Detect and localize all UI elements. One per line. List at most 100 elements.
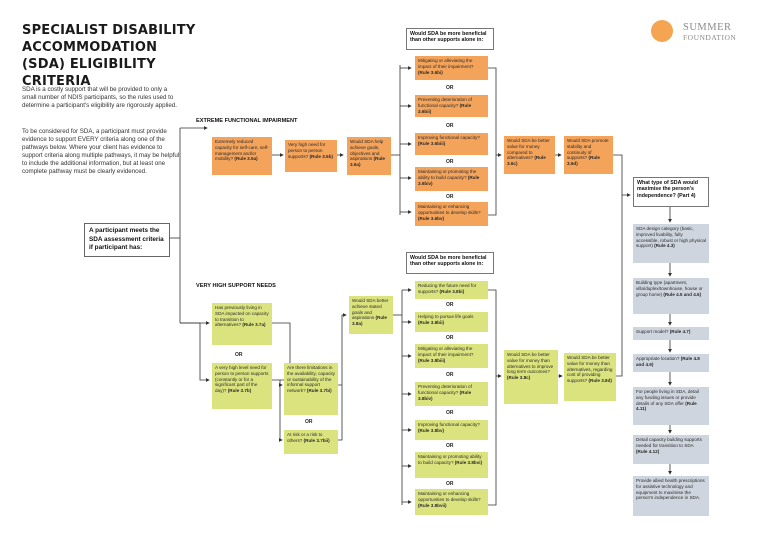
box-rule-3-7b: A very high level need for person to per…	[212, 363, 272, 409]
box-text: Provide allied health prescriptions for …	[636, 478, 705, 501]
box-rule-3-8c: Would SDA be better value for money than…	[504, 350, 558, 404]
box-rule-3-8biv: Preventing deterioration of functional c…	[415, 382, 488, 406]
box-text: Preventing deterioration of functional c…	[418, 384, 472, 395]
intro-paragraph-2: To be considered for SDA, a participant …	[22, 128, 180, 175]
or-label: OR	[446, 481, 454, 487]
box-rule: (Rule 3.5b)	[309, 153, 333, 159]
box-rule: (Rule 3.7bi)	[306, 388, 332, 394]
box-rule: (Rule 3.6c)	[507, 155, 546, 167]
box-text: Maintaining or enhancing opportunities t…	[418, 204, 481, 215]
logo-wordmark: SUMMER FOUNDATION	[683, 22, 737, 43]
box-rule: (Rule 3.8biii)	[418, 357, 446, 363]
box-rule-3-8bi: Reducing the future need for supports? (…	[415, 281, 488, 299]
box-rule-3-7bii: At risk or a risk to others? (Rule 3.7bi…	[284, 430, 338, 454]
or-label: OR	[446, 123, 454, 129]
box-text: A very high level need for person to per…	[215, 365, 269, 394]
box-text: Would SDA better achieve stated goals an…	[352, 298, 389, 321]
box-text: Preventing deterioration of functional c…	[418, 97, 472, 108]
box-allied-health-prescriptions: Provide allied health prescriptions for …	[633, 476, 709, 516]
box-text: Improving functional capacity?	[418, 135, 480, 140]
box-text: Maintaining or promoting the ability to …	[418, 169, 477, 180]
box-text: Detail capacity building supports needed…	[636, 437, 702, 448]
box-rule-4-5-4-6: Building type (apartment, villa/duplex/t…	[633, 278, 709, 314]
part-4-question-box: What type of SDA would maximise the pers…	[633, 177, 709, 207]
box-rule-3-8bvii: Maintaining or enhancing opportunities t…	[415, 489, 488, 515]
box-rule: (Rule 4.3)	[654, 243, 675, 249]
or-label: OR	[446, 372, 454, 378]
box-rule-3-8bii: Helping to pursue life goals (Rule 3.8bi…	[415, 312, 488, 332]
or-label: OR	[446, 410, 454, 416]
box-text: Helping to pursue life goals	[418, 314, 474, 319]
box-text: Would SDA promote stability and continui…	[567, 138, 609, 161]
logo-line-2: FOUNDATION	[683, 33, 737, 42]
or-label: OR	[446, 335, 454, 341]
box-text: Would SDA be better value for money than…	[567, 355, 613, 384]
logo-line-1: SUMMER	[683, 22, 732, 33]
or-label: OR	[305, 419, 313, 425]
box-rule: (Rule 3.8biv)	[418, 389, 472, 401]
start-box: A participant meets the SDA assessment c…	[84, 223, 170, 257]
box-text: Extremely reduced capacity for self-care…	[215, 139, 269, 162]
box-text: Support model?	[636, 329, 669, 334]
box-rule-3-7bi: Are there limitations in the availabilit…	[284, 363, 338, 415]
box-rule: (Rule 3.6bi)	[418, 69, 443, 75]
or-label: OR	[446, 85, 454, 91]
box-rule: (Rule 3.6biii)	[418, 140, 446, 146]
box-text: Are there limitations in the availabilit…	[287, 365, 335, 394]
box-rule-3-5b: Very high need for person to person supp…	[285, 140, 337, 172]
box-text: Improving functional capacity?	[418, 422, 480, 427]
summer-foundation-logo-icon	[651, 20, 673, 42]
box-rule-3-8bv: Improving functional capacity? (Rule 3.8…	[415, 420, 488, 440]
box-text: Would SDA help achieve goals, objectives…	[350, 139, 384, 162]
box-rule: (Rule 3.6bii)	[418, 102, 472, 114]
box-rule-3-6bii: Preventing deterioration of functional c…	[415, 95, 488, 117]
box-rule-3-6c: Would SDA be better value for money comp…	[504, 136, 555, 174]
box-text: At risk or a risk to others?	[287, 432, 323, 443]
box-rule: (Rule 3.8bvi)	[454, 459, 483, 465]
box-rule-4-8-4-9: Appropriate location? (Rule 4.8 and 4.9)	[633, 354, 709, 372]
page-title: SPECIALIST DISABILITY ACCOMMODATION (SDA…	[22, 23, 196, 89]
box-rule-3-8bvi: Maintaining or promoting ability to buil…	[415, 452, 488, 478]
box-rule-4-11: For people living in SDA, detail any fun…	[633, 387, 709, 425]
extreme-question-box: Would SDA be more beneficial than other …	[406, 28, 494, 50]
box-text: SDA design category (basic, improved liv…	[636, 226, 706, 249]
box-rule: (Rule 3.8a)	[352, 315, 387, 327]
box-text: Building type (apartment, villa/duplex/t…	[636, 280, 703, 297]
box-rule: (Rule 3.7a)	[242, 322, 266, 328]
intro-paragraph-1: SDA is a costly support that will be pro…	[22, 86, 177, 109]
box-text: Mitigating or alleviating the impact of …	[418, 346, 474, 357]
box-text: Appropriate location?	[636, 356, 680, 361]
box-rule: (Rule 4.5 and 4.6)	[663, 291, 702, 297]
or-label: OR	[446, 443, 454, 449]
box-rule: (Rule 3.8bv)	[418, 427, 445, 433]
box-rule-3-6biii: Improving functional capacity? (Rule 3.6…	[415, 133, 488, 155]
box-rule: (Rule 4.8 and 4.9)	[636, 356, 700, 367]
box-text: Reducing the future need for supports?	[418, 283, 477, 294]
box-text: Maintaining or promoting ability to buil…	[418, 454, 482, 465]
box-rule: (Rule 3.6bv)	[418, 215, 445, 221]
box-rule-3-5a: Extremely reduced capacity for self-care…	[212, 137, 272, 175]
box-rule: (Rule 4.12)	[636, 448, 660, 454]
box-rule: (Rule 3.7b)	[227, 388, 252, 394]
box-rule-3-7a: Has previously living in SDA impacted on…	[212, 303, 272, 345]
box-rule: (Rule 3.8bii)	[418, 319, 445, 325]
or-label: OR	[446, 302, 454, 308]
heading-very-high-support-needs: VERY HIGH SUPPORT NEEDS	[196, 283, 276, 289]
box-rule: (Rule 3.8c)	[507, 375, 531, 381]
box-text: Maintaining or enhancing opportunities t…	[418, 491, 481, 502]
box-rule-4-12: Detail capacity building supports needed…	[633, 435, 709, 464]
or-label: OR	[446, 159, 454, 165]
box-rule-3-6biv: Maintaining or promoting the ability to …	[415, 167, 488, 191]
box-text: Mitigating or alleviating the impact of …	[418, 58, 474, 69]
box-text: Has previously living in SDA impacted on…	[215, 305, 269, 328]
box-text: For people living in SDA, detail any fun…	[636, 389, 699, 406]
box-rule: (Rule 3.8bvii)	[418, 502, 447, 508]
box-rule-3-8d: Would SDA be better value for money than…	[564, 353, 616, 401]
box-rule-4-3: SDA design category (basic, improved liv…	[633, 224, 709, 263]
box-rule: (Rule 3.6a)	[350, 156, 385, 168]
box-rule-3-6d: Would SDA promote stability and continui…	[564, 136, 613, 174]
or-label: OR	[446, 194, 454, 200]
box-rule-3-6a: Would SDA help achieve goals, objectives…	[347, 137, 391, 175]
box-rule: (Rule 3.7bii)	[303, 437, 330, 443]
